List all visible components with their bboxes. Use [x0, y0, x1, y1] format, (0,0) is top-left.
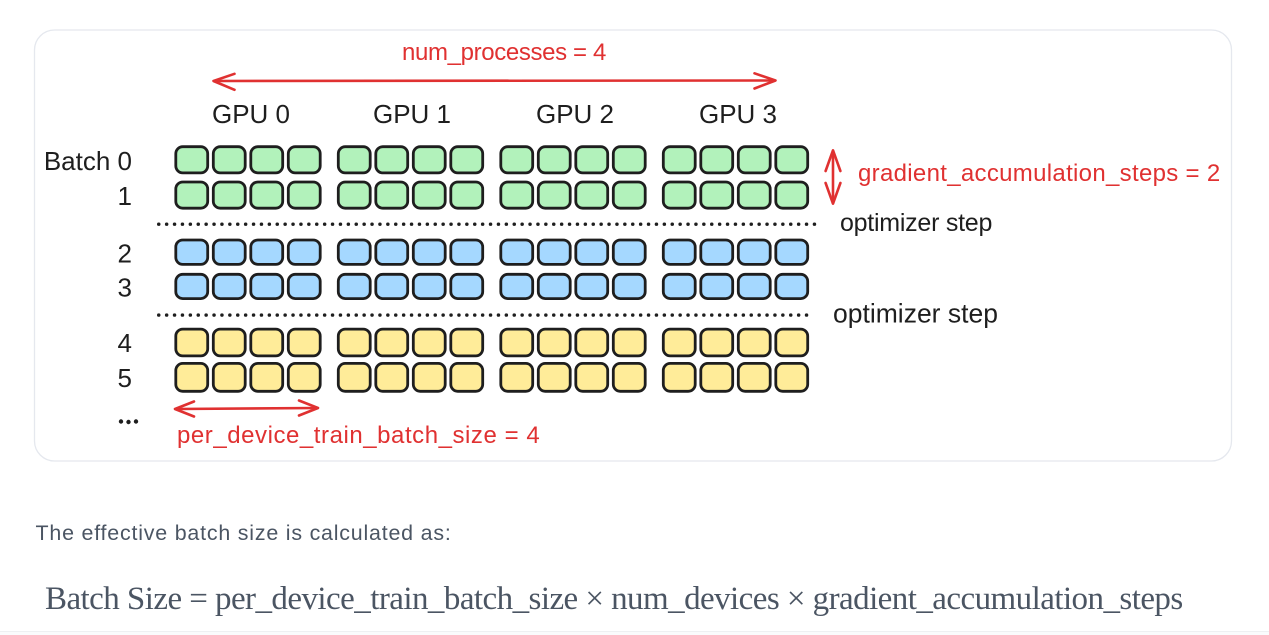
svg-text:2: 2: [118, 239, 132, 269]
svg-text:1: 1: [118, 181, 132, 211]
svg-text:5: 5: [118, 363, 132, 393]
svg-text:gradient_accumulation_steps =: gradient_accumulation_steps = 2: [858, 160, 1221, 187]
svg-text:num_processes = 4: num_processes = 4: [402, 39, 606, 66]
svg-text:per_device_train_batch_size =: per_device_train_batch_size = 4: [177, 422, 540, 449]
svg-text:GPU 0: GPU 0: [212, 99, 290, 129]
svg-text:GPU 2: GPU 2: [536, 99, 614, 129]
svg-text:GPU 1: GPU 1: [373, 99, 451, 129]
svg-text:Batch 0: Batch 0: [44, 146, 132, 176]
svg-text:optimizer step: optimizer step: [840, 209, 992, 237]
svg-text:GPU 3: GPU 3: [699, 99, 777, 129]
svg-text:optimizer step: optimizer step: [833, 299, 998, 329]
svg-text:3: 3: [118, 273, 132, 303]
svg-text:4: 4: [118, 328, 132, 358]
